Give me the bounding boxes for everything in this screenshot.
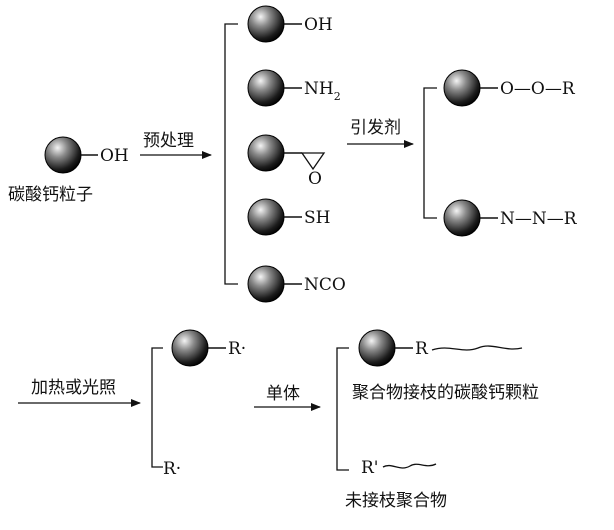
- particle-sphere: [443, 69, 481, 107]
- starting-particle: OH 碳酸钙粒子: [8, 136, 129, 205]
- particle-sphere: [247, 5, 285, 43]
- particle-sphere: [247, 69, 285, 107]
- surface-radical: R·: [171, 329, 246, 367]
- start-caption: 碳酸钙粒子: [8, 185, 93, 205]
- free-polymer: R' 未接枝聚合物: [345, 458, 447, 511]
- particle-sphere: [358, 329, 396, 367]
- activation-label: 加热或光照: [31, 378, 116, 398]
- initiator-particles: O—O—R N—N—R: [443, 69, 578, 237]
- initiator-label: 引发剂: [350, 118, 401, 138]
- particle-sphere: [443, 199, 481, 237]
- pretreated-particles: OH NH2 O SH NCO: [247, 5, 346, 303]
- epoxide-oxygen-label: O: [308, 169, 322, 189]
- thiol-label: SH: [304, 208, 330, 228]
- grafted-particle: R 聚合物接枝的碳酸钙颗粒: [352, 329, 539, 403]
- monomer-label: 单体: [266, 384, 300, 404]
- free-r-label: R': [361, 458, 378, 478]
- particle-azo: N—N—R: [443, 199, 578, 237]
- particle-sphere: [171, 329, 209, 367]
- grafted-r-label: R: [415, 339, 429, 359]
- amine-label: NH2: [304, 79, 341, 103]
- products: R 聚合物接枝的碳酸钙颗粒 R' 未接枝聚合物: [345, 329, 539, 511]
- particle-amine: NH2: [247, 69, 341, 107]
- surface-radical-label: R·: [228, 339, 246, 359]
- initiator-arrow: 引发剂: [347, 118, 414, 148]
- hydroxyl-label: OH: [304, 15, 333, 35]
- start-hydroxyl-label: OH: [100, 146, 129, 166]
- grafted-caption: 聚合物接枝的碳酸钙颗粒: [352, 383, 539, 403]
- free-radical-label: R·: [163, 459, 181, 479]
- polymer-chain-wave: [382, 463, 437, 469]
- free-polymer-caption: 未接枝聚合物: [345, 491, 447, 511]
- particle-sphere: [247, 198, 285, 236]
- particle-sphere: [247, 134, 285, 172]
- particle-peroxide: O—O—R: [443, 69, 576, 107]
- particle-epoxide: O: [247, 134, 326, 189]
- epoxide-ring: [300, 152, 326, 171]
- peroxide-label: O—O—R: [500, 79, 576, 99]
- radical-species: R· R·: [163, 329, 246, 479]
- particle-sphere: [247, 265, 285, 303]
- radical-bracket: [151, 347, 163, 468]
- product-bracket: [336, 347, 349, 471]
- pretreatment-label: 预处理: [143, 131, 194, 151]
- calcium-carbonate-sphere: [44, 136, 82, 174]
- particle-oh: OH: [247, 5, 333, 43]
- activation-arrow: 加热或光照: [18, 378, 141, 407]
- particle-thiol: SH: [247, 198, 330, 236]
- initiator-bracket: [423, 87, 437, 219]
- pretreatment-arrow: 预处理: [140, 131, 212, 159]
- polymer-chain-wave: [431, 345, 523, 351]
- particle-isocyanate: NCO: [247, 265, 346, 303]
- monomer-arrow: 单体: [254, 384, 321, 411]
- azo-label: N—N—R: [500, 209, 578, 229]
- isocyanate-label: NCO: [304, 275, 346, 295]
- pretreated-bracket: [224, 23, 238, 285]
